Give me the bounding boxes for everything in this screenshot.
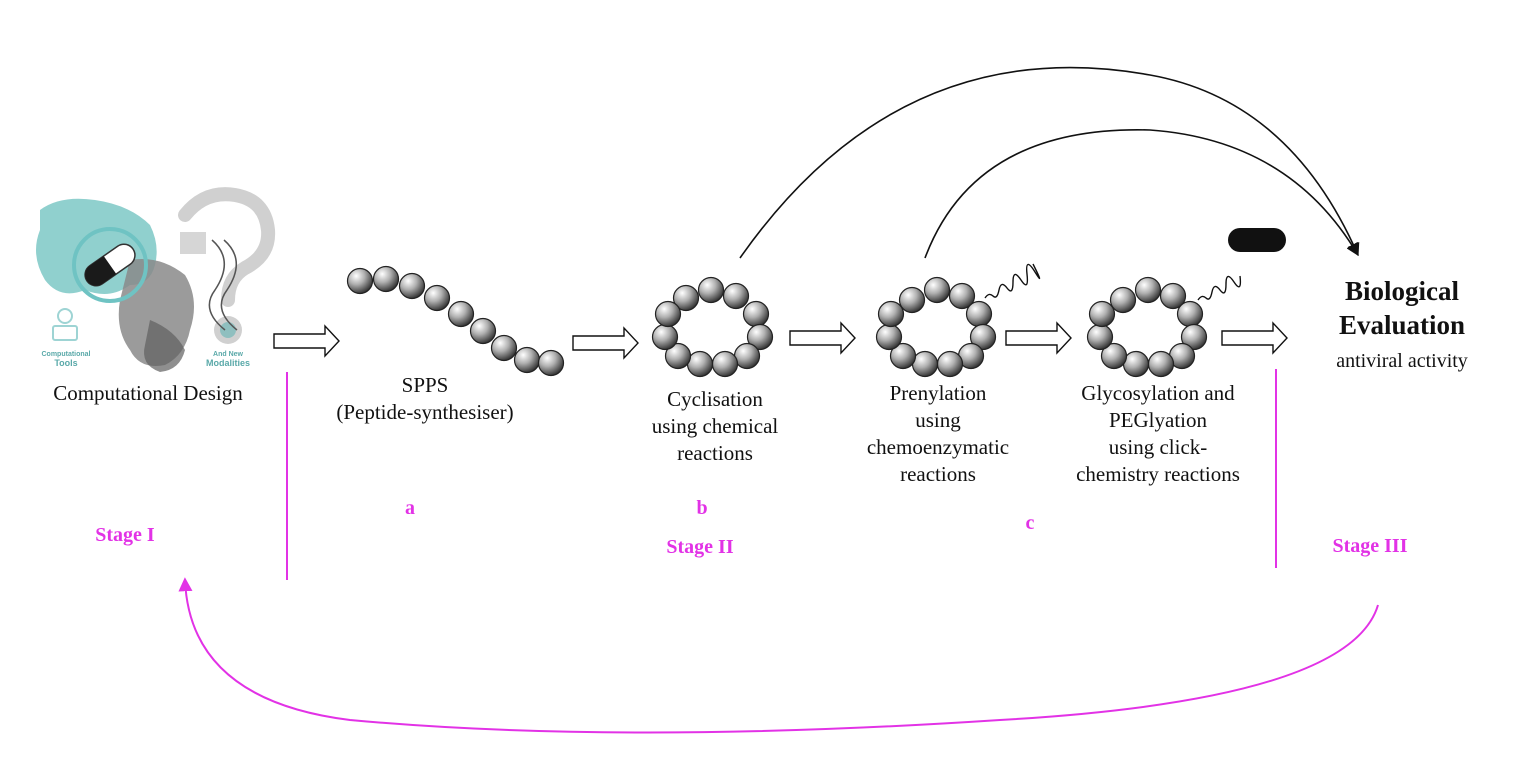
cyclic-peptide xyxy=(651,276,774,378)
label-glycosylation: Glycosylation and PEGlyation using click… xyxy=(1056,380,1260,488)
label-prenylation-line4: reactions xyxy=(900,462,976,486)
label-prenylation-line3: chemoenzymatic xyxy=(866,435,1010,459)
design-icon-text-left-bottom: Tools xyxy=(54,358,78,368)
feedback-loop-arrow xyxy=(178,577,1379,734)
design-icon-caption-right: And New Modalities xyxy=(198,350,258,368)
label-glycosylation-line3: using click- xyxy=(1108,435,1208,459)
design-icon-text-right-top: And New xyxy=(213,351,243,358)
prenylated-cyclic-peptide xyxy=(875,263,1041,378)
label-cyclisation-line3: reactions xyxy=(677,441,753,465)
label-bio-subtitle: antiviral activity xyxy=(1336,350,1468,372)
label-glycosylation-line2: PEGlyation xyxy=(1109,408,1207,432)
curved-arrow-from-prenylation xyxy=(924,129,1359,259)
label-bio-line1: Biological xyxy=(1345,276,1459,306)
label-prenylation-line1: Prenylation xyxy=(889,381,987,405)
design-icon-text-right-bottom: Modalities xyxy=(205,358,250,368)
arrow-5 xyxy=(1221,321,1288,355)
label-cyclisation-line2: using chemical xyxy=(651,414,779,438)
label-computational-design: Computational Design xyxy=(53,381,243,405)
marker-a: a xyxy=(405,497,415,519)
label-glycosylation-line4: chemistry reactions xyxy=(1076,462,1240,486)
label-prenylation: Prenylation using chemoenzymatic reactio… xyxy=(848,380,1028,488)
label-bio-line2: Evaluation xyxy=(1338,310,1466,340)
label-prenylation-line2: using xyxy=(915,408,961,432)
arrow-2 xyxy=(572,326,639,360)
label-biological-evaluation: Biological Evaluation antiviral activity xyxy=(1310,274,1494,373)
stage-1-label: Stage I xyxy=(95,524,155,546)
marker-b: b xyxy=(696,497,708,519)
label-spps-line2: (Peptide-synthesiser) xyxy=(336,400,514,424)
label-cyclisation-line1: Cyclisation xyxy=(667,387,763,411)
linear-peptide xyxy=(346,265,565,377)
curved-arrow-from-cyclisation xyxy=(739,66,1360,259)
design-icon-text-left-top: Computational xyxy=(41,351,91,358)
stage-2-label: Stage II xyxy=(666,536,734,558)
label-glycosylation-line1: Glycosylation and xyxy=(1081,381,1235,405)
label-cyclisation: Cyclisation using chemical reactions xyxy=(620,386,810,467)
design-icon-caption-left: Computational Tools xyxy=(36,350,96,368)
glycan-tag xyxy=(1228,228,1286,252)
arrow-3 xyxy=(789,321,856,355)
computational-design-image xyxy=(36,187,276,372)
label-spps: SPPS (Peptide-synthesiser) xyxy=(310,372,540,426)
process-arrows xyxy=(273,321,1288,360)
arrow-1 xyxy=(273,324,340,358)
label-spps-line1: SPPS xyxy=(401,373,449,397)
marker-c: c xyxy=(1025,512,1035,534)
arrow-4 xyxy=(1005,321,1072,355)
glycosylated-cyclic-peptide xyxy=(1086,228,1286,378)
stage-3-label: Stage III xyxy=(1332,535,1408,557)
